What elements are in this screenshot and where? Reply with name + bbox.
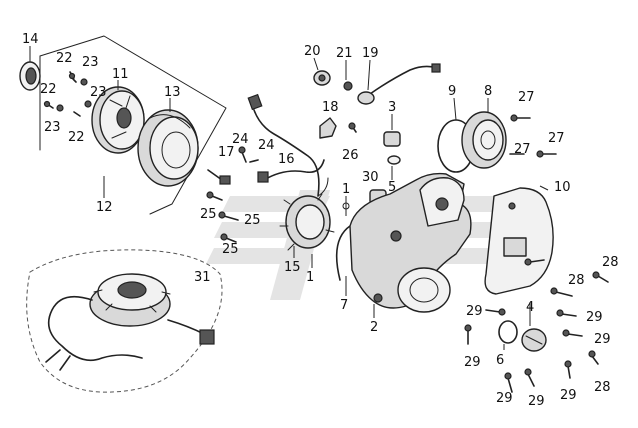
callout-29: 29 (594, 332, 611, 347)
magneto-assembly (45, 273, 215, 371)
callout-labels: 14 22 23 11 13 22 23 23 22 12 20 21 19 1… (22, 32, 619, 409)
flywheel-rotor (91, 86, 145, 154)
callout-28: 28 (568, 273, 585, 288)
callout-31: 31 (194, 270, 211, 285)
callout-11: 11 (112, 67, 129, 82)
callout-24: 24 (232, 132, 249, 147)
callout-10: 10 (554, 180, 571, 195)
callout-3: 3 (388, 100, 396, 115)
flywheel-drum (137, 109, 199, 187)
stator (279, 193, 335, 251)
callout-28: 28 (594, 380, 611, 395)
callout-27: 27 (518, 90, 535, 105)
callout-23: 23 (90, 85, 107, 100)
callout-25: 25 (222, 242, 239, 257)
callout-19: 19 (362, 46, 379, 61)
oil-seal (19, 61, 41, 91)
pump-cover (461, 111, 507, 169)
callout-4: 4 (526, 300, 534, 315)
callout-1: 1 (342, 182, 350, 197)
callout-2: 2 (370, 320, 378, 335)
callout-29: 29 (496, 391, 513, 406)
callout-14: 14 (22, 32, 39, 47)
callout-22: 22 (68, 130, 85, 145)
callout-25: 25 (200, 207, 217, 222)
pickup-sensor (357, 63, 441, 105)
callout-5: 5 (388, 180, 396, 195)
callout-12: 12 (96, 200, 113, 215)
callout-29: 29 (586, 310, 603, 325)
callout-28: 28 (602, 255, 619, 270)
stator-bolts (206, 146, 259, 243)
cover-bolts (464, 114, 609, 393)
callout-25: 25 (244, 213, 261, 228)
leader-lines (29, 46, 549, 350)
callout-9: 9 (448, 84, 456, 99)
callout-13: 13 (164, 85, 181, 100)
callout-8: 8 (484, 84, 492, 99)
callout-7: 7 (340, 298, 348, 313)
callout-24: 24 (258, 138, 275, 153)
callout-30: 30 (362, 170, 379, 185)
callout-29: 29 (560, 388, 577, 403)
callout-22: 22 (56, 51, 73, 66)
callout-21: 21 (336, 46, 353, 61)
callout-15: 15 (284, 260, 301, 275)
callout-17: 17 (218, 145, 235, 160)
filler-plug (521, 328, 547, 352)
crankcase-cover (349, 172, 472, 313)
callout-29: 29 (528, 394, 545, 409)
callout-1: 1 (306, 270, 314, 285)
callout-18: 18 (322, 100, 339, 115)
callout-27: 27 (548, 131, 565, 146)
side-cover (484, 187, 554, 295)
callout-26: 26 (342, 148, 359, 163)
callout-20: 20 (304, 44, 321, 59)
callout-29: 29 (466, 304, 483, 319)
callout-22: 22 (40, 82, 57, 97)
small-screws (43, 71, 92, 117)
callout-23: 23 (44, 120, 61, 135)
callout-29: 29 (464, 355, 481, 370)
assembly-outline (26, 249, 223, 393)
callout-27: 27 (514, 142, 531, 157)
callout-6: 6 (496, 353, 504, 368)
washer-nut (313, 70, 353, 91)
sensor-bracket (319, 117, 357, 139)
plug-o-ring (498, 320, 518, 344)
callout-23: 23 (82, 55, 99, 70)
stator-wiring (247, 93, 329, 197)
callout-16: 16 (278, 152, 295, 167)
